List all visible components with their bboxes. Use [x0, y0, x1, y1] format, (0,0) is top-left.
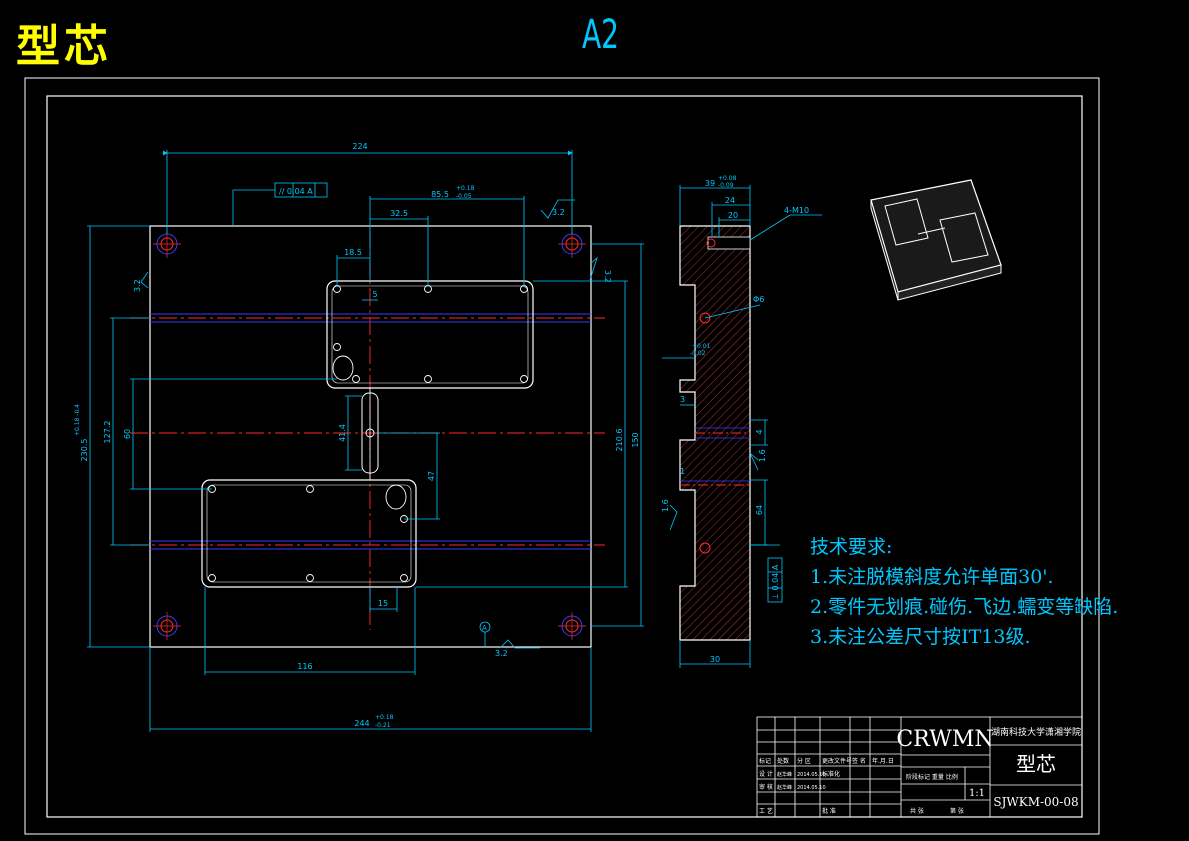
svg-text:年.月.日: 年.月.日: [872, 757, 894, 765]
section-view: 39 +0.08 -0.09 24 20 4-M10 Φ6 +0.01 -0.0…: [661, 175, 822, 668]
dim-3: 3: [680, 395, 685, 404]
inner-border: [46, 95, 1083, 818]
dim-47: 47: [427, 471, 436, 481]
svg-text:+0.08: +0.08: [718, 175, 737, 182]
svg-text:更改文件号: 更改文件号: [822, 757, 852, 765]
dim-41-4: 41.4: [338, 424, 347, 442]
title-drawing-no: SJWKM-00-08: [993, 795, 1078, 809]
dim-15: 15: [378, 599, 388, 608]
dim-150: 150: [631, 432, 640, 447]
svg-text:赵华峰: 赵华峰: [777, 771, 792, 778]
dim-64: 64: [755, 505, 764, 515]
svg-text:+0.01: +0.01: [692, 343, 711, 350]
technical-notes: 技术要求: 1.未注脱模斜度允许单面30'. 2.零件无划痕.碰伤.飞边.蠕变等…: [810, 532, 1118, 652]
svg-text:2014.05.10: 2014.05.10: [797, 772, 826, 778]
title-block: [756, 716, 1083, 818]
rough-1: 3.2: [552, 208, 565, 217]
svg-text:处数: 处数: [777, 757, 789, 765]
svg-text:工 艺: 工 艺: [759, 807, 773, 815]
title-scale: 1:1: [969, 788, 985, 799]
rough-2: 3.2: [603, 270, 612, 283]
svg-text:分 区: 分 区: [797, 757, 811, 765]
thread-label: 4-M10: [784, 206, 809, 215]
dim-60: 60: [123, 429, 132, 439]
upper-cavity: [326, 280, 534, 389]
sheet-size-label: A2: [582, 12, 619, 58]
dim-32-5: 32.5: [390, 209, 408, 218]
dim-24: 24: [725, 196, 735, 205]
svg-text:设 计: 设 计: [759, 770, 773, 778]
dim-5: 5: [372, 290, 377, 299]
dim-85-5: 85.5: [431, 190, 449, 199]
dim-20: 20: [728, 211, 738, 220]
iso-preview: [870, 179, 1002, 301]
notes-line-1: 1.未注脱模斜度允许单面30'.: [810, 566, 1054, 588]
svg-text:赵华峰: 赵华峰: [777, 784, 792, 791]
notes-title: 技术要求:: [810, 536, 893, 558]
svg-text:阶段标记 重量 比例: 阶段标记 重量 比例: [906, 773, 958, 781]
title-part-name: 型芯: [1016, 752, 1056, 776]
dim-39: 39: [705, 179, 715, 188]
notes-line-3: 3.未注公差尺寸按IT13级.: [810, 626, 1031, 648]
svg-text:2014.05.10: 2014.05.10: [797, 785, 826, 791]
rough-3: 3.2: [133, 279, 142, 292]
svg-text:+0.18 -0.4: +0.18 -0.4: [74, 404, 81, 436]
dim-4: 4: [755, 429, 764, 434]
perp-tol: ⊥ 0.04 A: [771, 564, 780, 600]
lower-cavity: [201, 479, 417, 588]
notes-line-2: 2.零件无划痕.碰伤.飞边.蠕变等缺陷.: [810, 596, 1119, 618]
dim-30: 30: [710, 655, 720, 664]
hole-label: Φ6: [753, 295, 764, 304]
rough-4: 3.2: [495, 649, 508, 658]
plan-view: 224 85.5 +0.18 -0.05 32.5 18.5 5 15 116 …: [74, 142, 644, 732]
dim-224: 224: [352, 142, 367, 151]
svg-text:签 名: 签 名: [852, 757, 866, 765]
dim-230-5: 230.5: [80, 439, 89, 462]
dim-18-5: 18.5: [344, 248, 362, 257]
title-logo: CRWMN: [896, 727, 993, 752]
svg-text:+0.18: +0.18: [375, 714, 394, 721]
part-title-label: 型芯: [16, 21, 112, 72]
rough-6: 1.6: [758, 449, 767, 462]
title-school: 湖南科技大学潇湘学院: [991, 726, 1081, 738]
parallel-tol: // 0.04 A: [279, 187, 313, 196]
svg-text:标记: 标记: [759, 757, 771, 765]
svg-text:-0.05: -0.05: [456, 193, 472, 200]
dim-1: 1: [680, 467, 685, 476]
rough-5: 1.6: [661, 499, 670, 512]
dim-116: 116: [297, 662, 312, 671]
outer-border: [24, 77, 1100, 835]
dim-127-2: 127.2: [103, 421, 112, 444]
plate-outline: [149, 225, 592, 648]
svg-text:审 核: 审 核: [759, 783, 773, 791]
dim-210-6: 210.6: [615, 429, 624, 452]
svg-text:共 张: 共 张: [910, 807, 924, 815]
svg-text:+0.18: +0.18: [456, 185, 475, 192]
svg-text:-0.09: -0.09: [718, 182, 734, 189]
svg-text:第 张: 第 张: [950, 807, 964, 815]
svg-text:标准化: 标准化: [822, 770, 840, 778]
dim-244: 244: [354, 719, 369, 728]
svg-text:批 准: 批 准: [822, 807, 836, 815]
svg-text:-0.02: -0.02: [690, 350, 706, 357]
datum-a: A: [482, 624, 487, 632]
svg-text:-0.21: -0.21: [375, 722, 391, 729]
